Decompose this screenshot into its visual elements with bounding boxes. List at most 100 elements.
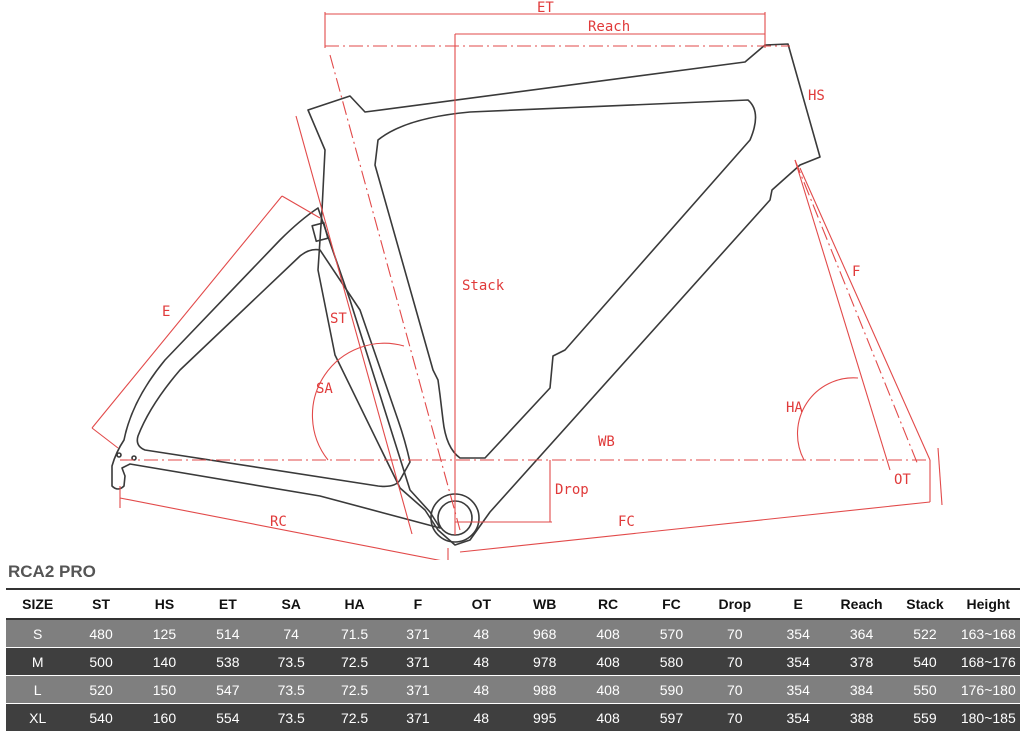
table-cell: 514: [196, 619, 260, 648]
table-cell: 70: [703, 619, 767, 648]
table-cell: 522: [893, 619, 957, 648]
label-hs: HS: [808, 88, 825, 104]
column-header: Drop: [703, 588, 767, 620]
table-cell: 408: [576, 675, 640, 704]
table-cell: 547: [196, 675, 260, 704]
table-cell: 48: [449, 675, 513, 704]
column-header: SIZE: [6, 588, 70, 620]
column-header: HA: [322, 588, 387, 620]
table-cell: 74: [259, 619, 323, 648]
table-cell: 540: [893, 647, 957, 676]
column-header: Reach: [829, 588, 894, 620]
table-cell: 354: [766, 675, 830, 704]
dimension-lines: [91, 12, 943, 560]
column-header: WB: [513, 588, 577, 620]
table-cell: 995: [513, 703, 577, 732]
table-cell: 163~168: [956, 619, 1020, 648]
column-header: SA: [259, 588, 323, 620]
table-cell: XL: [6, 703, 70, 732]
frame-geometry-diagram: ET Reach HS Stack ST E SA F HA WB OT Dro…: [91, 0, 943, 560]
label-drop: Drop: [555, 482, 589, 498]
table-cell: 48: [449, 619, 513, 648]
table-cell: 180~185: [956, 703, 1020, 732]
table-cell: 176~180: [956, 675, 1020, 704]
table-cell: 160: [132, 703, 197, 732]
table-cell: 72.5: [322, 647, 387, 676]
table-cell: 480: [69, 619, 133, 648]
label-stack: Stack: [462, 278, 505, 294]
table-cell: 550: [893, 675, 957, 704]
table-cell: 72.5: [322, 675, 387, 704]
column-header: Stack: [893, 588, 957, 620]
label-e: E: [162, 304, 170, 320]
table-cell: 125: [132, 619, 197, 648]
column-header: RC: [576, 588, 640, 620]
model-title: RCA2 PRO: [8, 562, 96, 581]
column-header: ET: [196, 588, 260, 620]
column-header: Height: [956, 588, 1020, 620]
column-header: F: [386, 588, 450, 620]
table-cell: 70: [703, 675, 767, 704]
table-cell: 371: [386, 703, 450, 732]
table-cell: 580: [639, 647, 704, 676]
table-cell: 570: [639, 619, 704, 648]
table-cell: 364: [829, 619, 894, 648]
column-header: E: [766, 588, 830, 620]
table-cell: 559: [893, 703, 957, 732]
table-cell: 71.5: [322, 619, 387, 648]
table-cell: 597: [639, 703, 704, 732]
label-ha: HA: [786, 400, 803, 416]
table-cell: 48: [449, 703, 513, 732]
table-cell: 72.5: [322, 703, 387, 732]
label-st: ST: [330, 311, 347, 327]
bicycle-frame-outline: [111, 43, 821, 546]
label-fc: FC: [618, 514, 635, 530]
table-cell: 354: [766, 703, 830, 732]
table-cell: 70: [703, 647, 767, 676]
table-cell: 500: [69, 647, 133, 676]
table-cell: 554: [196, 703, 260, 732]
table-cell: 408: [576, 619, 640, 648]
table-cell: 540: [69, 703, 133, 732]
table-cell: L: [6, 675, 70, 704]
table-cell: 70: [703, 703, 767, 732]
column-header: OT: [449, 588, 513, 620]
table-cell: 73.5: [259, 675, 323, 704]
table-cell: 520: [69, 675, 133, 704]
label-ot: OT: [894, 472, 911, 488]
table-cell: 168~176: [956, 647, 1020, 676]
table-cell: 371: [386, 619, 450, 648]
label-sa: SA: [316, 381, 333, 397]
label-et: ET: [537, 0, 554, 16]
column-header: FC: [639, 588, 704, 620]
table-cell: 371: [386, 675, 450, 704]
table-cell: 140: [132, 647, 197, 676]
table-cell: 590: [639, 675, 704, 704]
label-rc: RC: [270, 514, 287, 530]
table-cell: 371: [386, 647, 450, 676]
column-header: HS: [132, 588, 197, 620]
table-cell: 354: [766, 647, 830, 676]
table-cell: 988: [513, 675, 577, 704]
table-cell: 388: [829, 703, 894, 732]
table-cell: 384: [829, 675, 894, 704]
table-cell: 408: [576, 703, 640, 732]
table-cell: 73.5: [259, 703, 323, 732]
table-cell: S: [6, 619, 70, 648]
label-f: F: [852, 264, 860, 280]
table-cell: 354: [766, 619, 830, 648]
table-cell: 978: [513, 647, 577, 676]
table-cell: 150: [132, 675, 197, 704]
table-cell: 378: [829, 647, 894, 676]
table-cell: 538: [196, 647, 260, 676]
table-cell: 48: [449, 647, 513, 676]
column-header: ST: [69, 588, 133, 620]
table-cell: 408: [576, 647, 640, 676]
